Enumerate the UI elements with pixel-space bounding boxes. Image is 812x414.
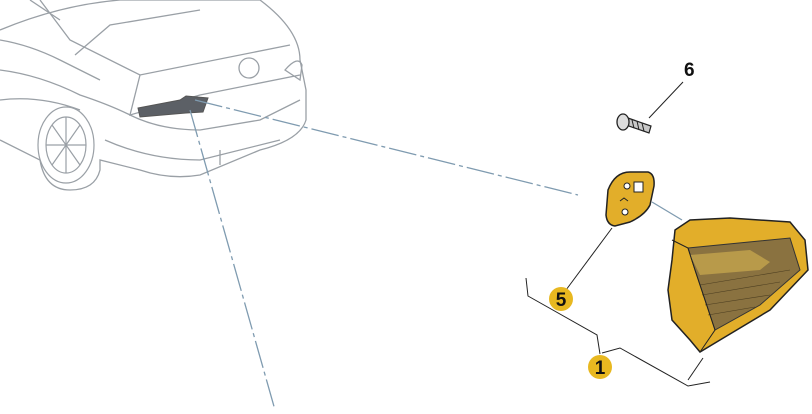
- callout-5: 5: [549, 287, 573, 311]
- car-wheel: [37, 106, 95, 184]
- callout-5-badge: [549, 287, 573, 311]
- part-6-bolt: [616, 81, 684, 134]
- callout-1: 1: [588, 355, 612, 379]
- leader-lines: [189, 99, 683, 411]
- callout-1-label: 1: [595, 358, 606, 379]
- part-1-tail-light: [667, 217, 809, 353]
- car-tail-light: [137, 95, 209, 118]
- callout-6-label: 6: [684, 60, 695, 81]
- part-5-gasket: [565, 171, 655, 291]
- callout-5-label: 5: [556, 290, 567, 311]
- callout-6: 6: [684, 60, 695, 81]
- callout-1-badge: [588, 355, 612, 379]
- part-1-bracket-lines: [525, 277, 711, 387]
- car-rear-illustration: [0, 0, 307, 191]
